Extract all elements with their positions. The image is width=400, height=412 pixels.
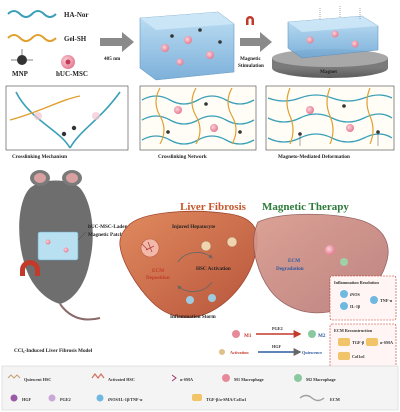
inflammation-resolution-label: Inflammation Resolution [334,280,379,285]
mnp-label: MNP [12,70,29,78]
external-magnet-icon [20,260,40,276]
asma-label: α-SMA [380,340,393,345]
magnetic-label-2: Stimulation [238,63,264,69]
activated-hsc-icon [91,373,105,379]
huc-msc-label: hUC-MSC [56,70,88,78]
legend: Quiescent HSC Activated HSC α-SMA M1 Mac… [1,365,399,411]
gel-sh-label: Gel-SH [64,35,87,43]
legend-item-m2: M2 Macrophage [294,374,336,382]
svg-text:M2 Macrophage: M2 Macrophage [306,377,336,382]
hsc-activation-label: HSC Activation [196,266,231,272]
ha-nor-label: HA-Nor [64,11,89,19]
svg-text:TGF-β/α-SMA/Col1α1: TGF-β/α-SMA/Col1α1 [206,397,246,402]
quiescence-label: Quiescence [302,350,322,355]
ha-nor-strand-icon [7,10,57,18]
svg-text:HGF: HGF [22,397,32,402]
ecm-reconstruction-label: ECM Reconstruction [334,328,373,333]
legend-item-inflammatory: iNOS/IL-1β/TNF-α [96,394,143,402]
ecm-reconstruction-box: ECM Reconstruction TGF-β α-SMA Col1α1 [329,323,397,371]
legend-item-pge2: PGE2 [48,394,71,402]
macrophage-polarization: M1 PGE2 M2 [232,326,326,339]
fibrotic-liver: Injured Hepatocyte ECM Deposition HSC Ac… [119,210,258,320]
inflammation-storm-label: Inflammation Storm [170,314,216,320]
legend-item-fibrotic: TGF-β/α-SMA/Col1α1 [192,394,246,402]
m1-label: M1 [244,333,252,339]
m2-label: M2 [318,333,326,339]
materials-legend: HA-Nor Gel-SH MNP hUC-MSC [7,10,89,78]
model-label: CCl₄-Induced Liver Fibrosis Model [14,348,93,354]
m2-macrophage-icon [294,374,302,382]
quiescent-hsc-icon [7,374,21,379]
svg-text:PGE2: PGE2 [60,397,71,402]
light-curing-arrow: 405 nm [100,32,134,62]
svg-text:Activated HSC: Activated HSC [108,377,135,382]
legend-item-m1: M1 Macrophage [222,374,264,382]
legend-item-hgf: HGF [10,394,32,402]
tnfa-label: TNF-α [380,298,393,303]
legend-item-asma: α-SMA [171,374,193,382]
ecm-deposition-label-2: Deposition [146,275,170,281]
magnet-icon [246,16,254,25]
gel-sh-strand-icon [7,34,57,42]
inos-label: iNOS [350,292,360,297]
crosslinking-mechanism-panel: Crosslinking Mechanism [5,85,129,160]
pge2-icon [48,394,56,402]
injured-hepatocyte-label: Injured Hepatocyte [172,224,216,230]
asma-icon [171,374,177,382]
inflammatory-factor-icon [96,394,104,402]
ecm-degradation-label-2: Degradation [276,266,304,272]
svg-text:Quiescent HSC: Quiescent HSC [24,377,51,382]
crosslinking-network-label: Crosslinking Network [158,154,207,160]
fibrotic-factor-icon [192,394,202,401]
legend-item-ecm: ECM [299,394,340,402]
deformed-hydrogel: Magnet [272,6,388,78]
tgfb-label: TGF-β [352,340,365,345]
ecm-icon [299,394,325,402]
col1a1-label: Col1α1 [352,354,365,359]
legend-item-activated-hsc: Activated HSC [91,373,135,382]
crosslinking-network-panel: Crosslinking Network [139,85,257,160]
activation-label: Activation [230,350,249,355]
svg-text:iNOS/IL-1β/TNF-α: iNOS/IL-1β/TNF-α [108,397,143,402]
hgf-icon [10,394,18,402]
hsc-transition: Activation HGF Quiescence [219,344,322,356]
patch-label-1: hUC-MSC-Laden [88,224,128,230]
liver-fibrosis-title: Liver Fibrosis [180,201,247,213]
pge2-label: PGE2 [272,326,283,331]
nm405-label: 405 nm [104,56,121,62]
m1-macrophage-icon [222,374,230,382]
il1b-label: IL-1β [350,304,361,309]
magnetic-stimulation-arrow: Magnetic Stimulation [238,16,272,69]
magnet-label: Magnet [320,69,337,75]
magnetic-label-1: Magnetic [240,56,261,62]
crosslinking-mechanism-label: Crosslinking Mechanism [12,154,68,160]
mouse-model: hUC-MSC-Laden Magnetic Patch [19,170,128,321]
magneto-deformation-panel: Magneto-Mediated Deformation [265,85,395,160]
hydrogel-block [139,11,235,81]
patch-label-2: Magnetic Patch [88,232,123,238]
svg-text:α-SMA: α-SMA [180,377,193,382]
inflammation-resolution-box: Inflammation Resolution iNOS IL-1β TNF-α [329,275,397,321]
svg-text:ECM: ECM [330,397,340,402]
mnp-icon [17,55,27,65]
hgf-label: HGF [272,344,282,349]
legend-item-quiescent-hsc: Quiescent HSC [7,374,51,382]
ecm-degradation-label-1: ECM [288,258,300,264]
magneto-deformation-label: Magneto-Mediated Deformation [278,154,350,160]
svg-text:M1 Macrophage: M1 Macrophage [234,377,264,382]
magnetic-therapy-title: Magnetic Therapy [262,201,349,213]
magnetic-patch [37,231,79,261]
ecm-deposition-label-1: ECM [152,268,164,274]
